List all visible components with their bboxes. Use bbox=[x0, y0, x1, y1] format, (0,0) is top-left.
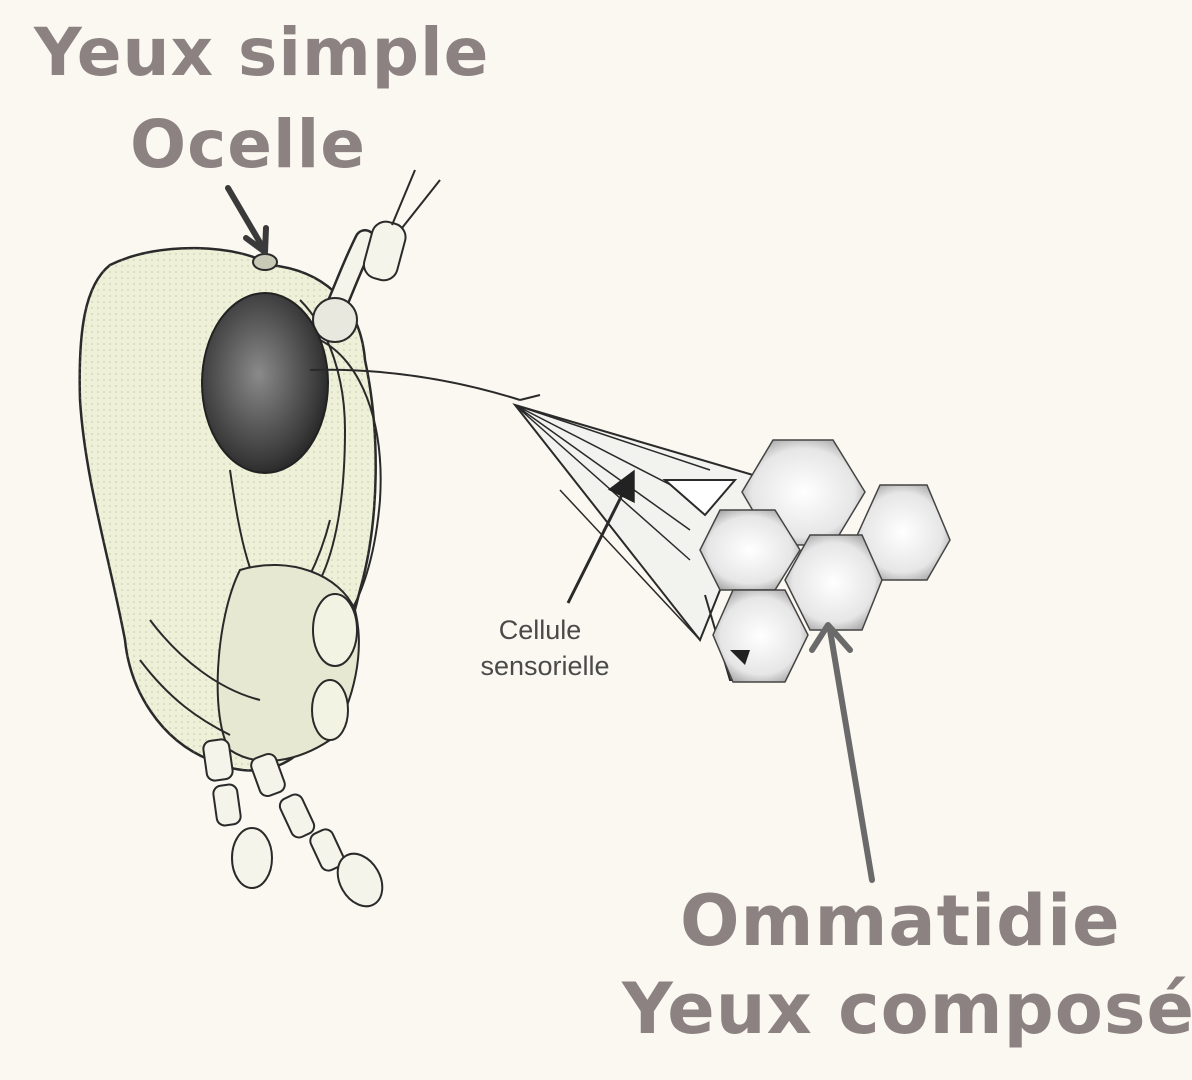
ocelle-arrow bbox=[225, 185, 265, 249]
ommatidie-arrow bbox=[827, 627, 875, 883]
cell-label-line1: Cellule bbox=[498, 615, 582, 645]
palps bbox=[202, 738, 384, 908]
ommatidie-title-line2: Yeux composé bbox=[622, 968, 1192, 1050]
ocellus bbox=[252, 253, 278, 271]
ommatidie-title-line1: Ommatidie bbox=[680, 880, 1121, 962]
ocelle-title-line2: Ocelle bbox=[130, 106, 367, 183]
compound-eye bbox=[201, 292, 329, 474]
cell-arrow bbox=[566, 469, 635, 604]
ocelle-title-line1: Yeux simple bbox=[34, 14, 490, 91]
antenna bbox=[312, 169, 441, 343]
hexagonal-facets bbox=[699, 439, 951, 683]
cell-label-line2: sensorielle bbox=[480, 651, 610, 681]
